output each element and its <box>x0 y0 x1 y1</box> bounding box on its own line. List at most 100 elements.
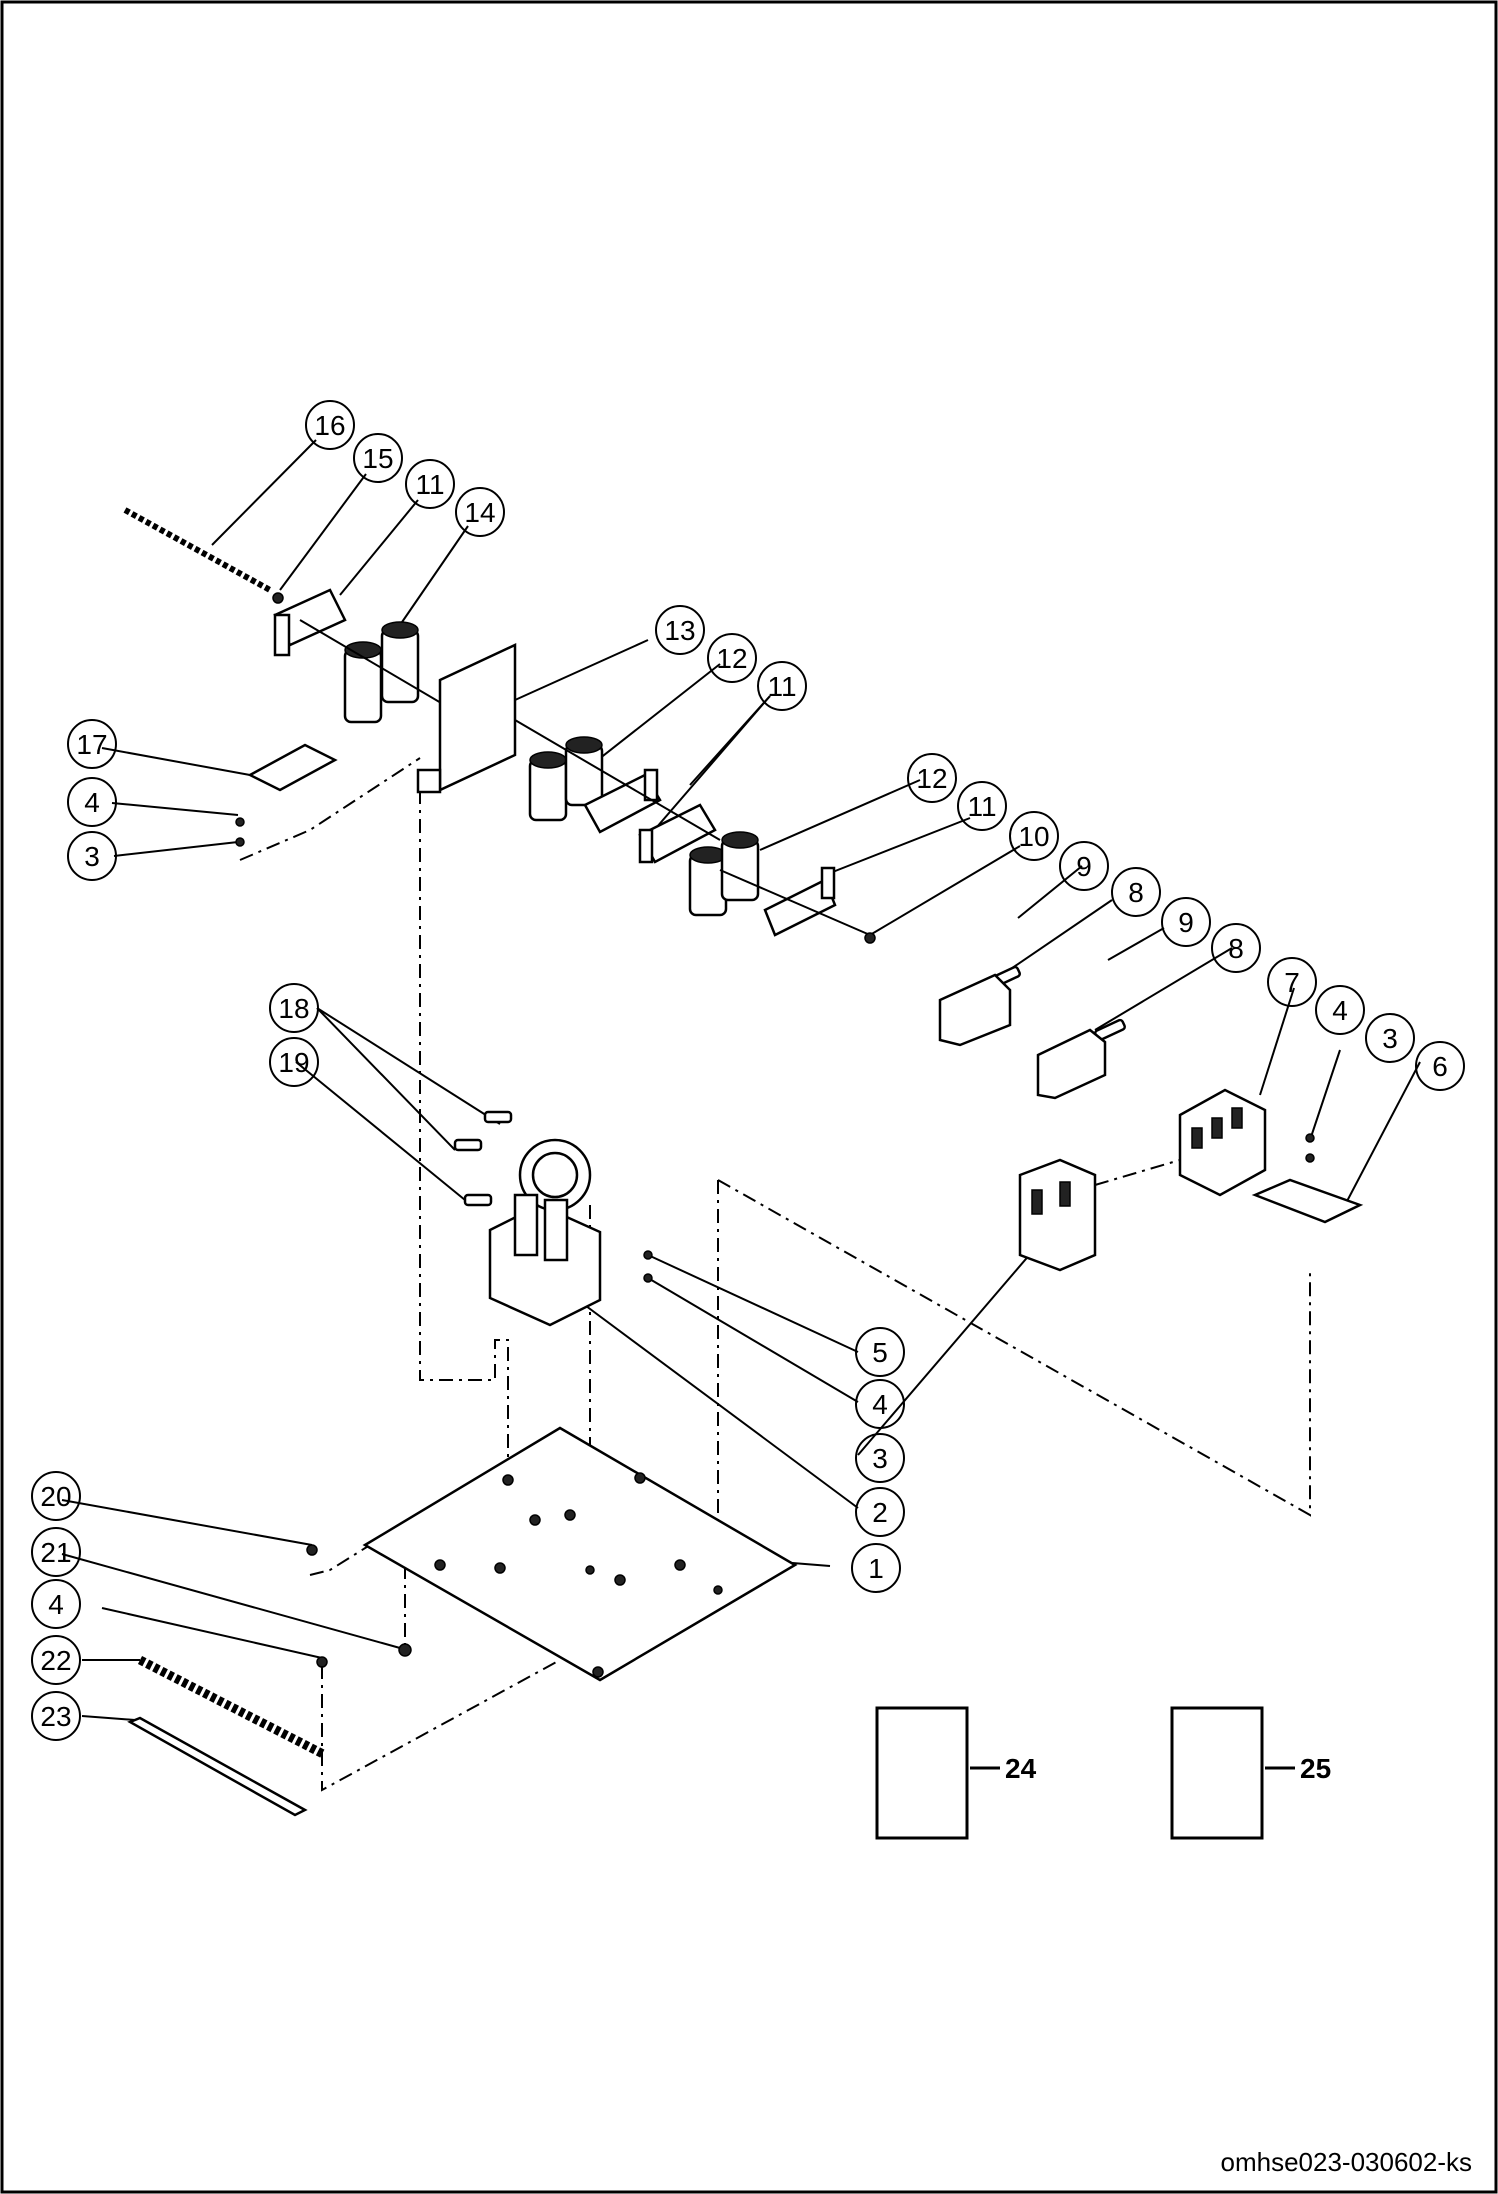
callout-3-c: 3 <box>855 1433 905 1483</box>
part-20-screw <box>306 1544 318 1556</box>
svg-text:10: 10 <box>1018 821 1049 852</box>
svg-text:5: 5 <box>872 1337 888 1368</box>
svg-text:4: 4 <box>84 787 100 818</box>
callout-16: 16 <box>305 400 355 450</box>
callout-1: 1 <box>851 1543 901 1593</box>
svg-text:22: 22 <box>40 1645 71 1676</box>
part-4-washer-d <box>316 1656 328 1668</box>
part-17-label-plate <box>247 743 338 792</box>
svg-text:3: 3 <box>872 1443 888 1474</box>
part-2-transformer <box>488 1138 602 1327</box>
svg-text:2: 2 <box>872 1497 888 1528</box>
part-10-nut <box>864 932 876 944</box>
part-3-screw-b <box>1305 1153 1315 1163</box>
svg-text:20: 20 <box>40 1481 71 1512</box>
part-22-terminal-strip <box>137 1655 328 1760</box>
svg-text:17: 17 <box>76 729 107 760</box>
part-1-base-plate <box>362 1426 798 1682</box>
svg-text:23: 23 <box>40 1701 71 1732</box>
callout-3-b: 3 <box>1365 1013 1415 1063</box>
callout-17: 17 <box>67 719 117 769</box>
callout-12-a: 12 <box>707 633 757 683</box>
svg-text:9: 9 <box>1178 907 1194 938</box>
part-11-bracket-a <box>273 588 347 657</box>
svg-text:9: 9 <box>1076 851 1092 882</box>
part-14-capacitor-pair-a <box>343 621 420 724</box>
svg-text:24: 24 <box>1005 1753 1037 1784</box>
svg-text:25: 25 <box>1300 1753 1331 1784</box>
svg-text:6: 6 <box>1432 1051 1448 1082</box>
part-4-washer-c <box>643 1273 653 1283</box>
callout-3-a: 3 <box>67 831 117 881</box>
callout-10: 10 <box>1009 811 1059 861</box>
part-12-capacitor-pair-c <box>688 831 760 917</box>
callout-4-d: 4 <box>31 1579 81 1629</box>
svg-text:4: 4 <box>872 1389 888 1420</box>
callout-21: 21 <box>31 1527 81 1577</box>
part-11-bracket-c <box>763 866 837 937</box>
box-item-24: 24 <box>875 1706 1037 1840</box>
svg-text:11: 11 <box>415 469 444 500</box>
part-6-din-rail <box>1251 1178 1364 1224</box>
callout-5: 5 <box>855 1327 905 1377</box>
part-12-capacitor-pair-b <box>528 736 604 822</box>
part-21-screw <box>398 1643 412 1657</box>
part-19-screw <box>463 1193 493 1207</box>
part-23-marker-strip <box>127 1716 308 1817</box>
callout-20: 20 <box>31 1471 81 1521</box>
callout-12-b: 12 <box>907 753 957 803</box>
svg-text:11: 11 <box>767 671 796 702</box>
svg-text:12: 12 <box>916 763 947 794</box>
callout-23: 23 <box>31 1691 81 1741</box>
callout-4-a: 4 <box>67 777 117 827</box>
callout-11-a: 11 <box>405 459 455 509</box>
part-circuit-breaker <box>1018 1158 1097 1272</box>
callout-9-a: 9 <box>1059 841 1109 891</box>
callout-11-c: 11 <box>957 781 1007 831</box>
leader-lines <box>61 439 1421 1721</box>
svg-text:3: 3 <box>1382 1023 1398 1054</box>
svg-text:4: 4 <box>1332 995 1348 1026</box>
callout-4-c: 4 <box>855 1379 905 1429</box>
box-item-25: 25 <box>1170 1706 1331 1840</box>
svg-text:13: 13 <box>664 615 695 646</box>
callout-7: 7 <box>1267 957 1317 1007</box>
callout-9-b: 9 <box>1161 897 1211 947</box>
svg-text:16: 16 <box>314 410 345 441</box>
callout-15: 15 <box>353 433 403 483</box>
callout-8-b: 8 <box>1211 923 1261 973</box>
part-16-busbar <box>123 507 272 593</box>
part-7-contactor <box>1178 1088 1267 1197</box>
part-8-fuse-holder-a <box>938 973 1012 1047</box>
svg-text:14: 14 <box>464 497 495 528</box>
part-3-screw-a <box>235 837 245 847</box>
callout-22: 22 <box>31 1635 81 1685</box>
callout-4-b: 4 <box>1315 985 1365 1035</box>
svg-text:19: 19 <box>278 1047 309 1078</box>
svg-text:4: 4 <box>48 1589 64 1620</box>
svg-text:7: 7 <box>1284 967 1300 998</box>
callout-11-b: 11 <box>757 661 807 711</box>
callout-18: 18 <box>269 983 319 1033</box>
svg-text:11: 11 <box>967 791 996 822</box>
callout-13: 13 <box>655 605 705 655</box>
part-8-fuse-holder-b <box>1036 1028 1107 1100</box>
svg-text:3: 3 <box>84 841 100 872</box>
callout-19: 19 <box>269 1037 319 1087</box>
part-5-nut <box>643 1250 653 1260</box>
callout-8-a: 8 <box>1111 867 1161 917</box>
svg-text:15: 15 <box>362 443 393 474</box>
svg-text:21: 21 <box>40 1537 71 1568</box>
part-11-bracket-b <box>583 768 717 864</box>
part-18-terminal-screws <box>453 1110 513 1152</box>
part-4-washer-a <box>235 817 245 827</box>
part-13-plate <box>416 643 517 794</box>
callout-14: 14 <box>455 487 505 537</box>
svg-text:12: 12 <box>716 643 747 674</box>
part-4-washer-b <box>1305 1133 1315 1143</box>
drawing-code: omhse023-030602-ks <box>1220 2147 1473 2177</box>
svg-text:8: 8 <box>1128 877 1144 908</box>
part-15-nut <box>272 592 284 604</box>
